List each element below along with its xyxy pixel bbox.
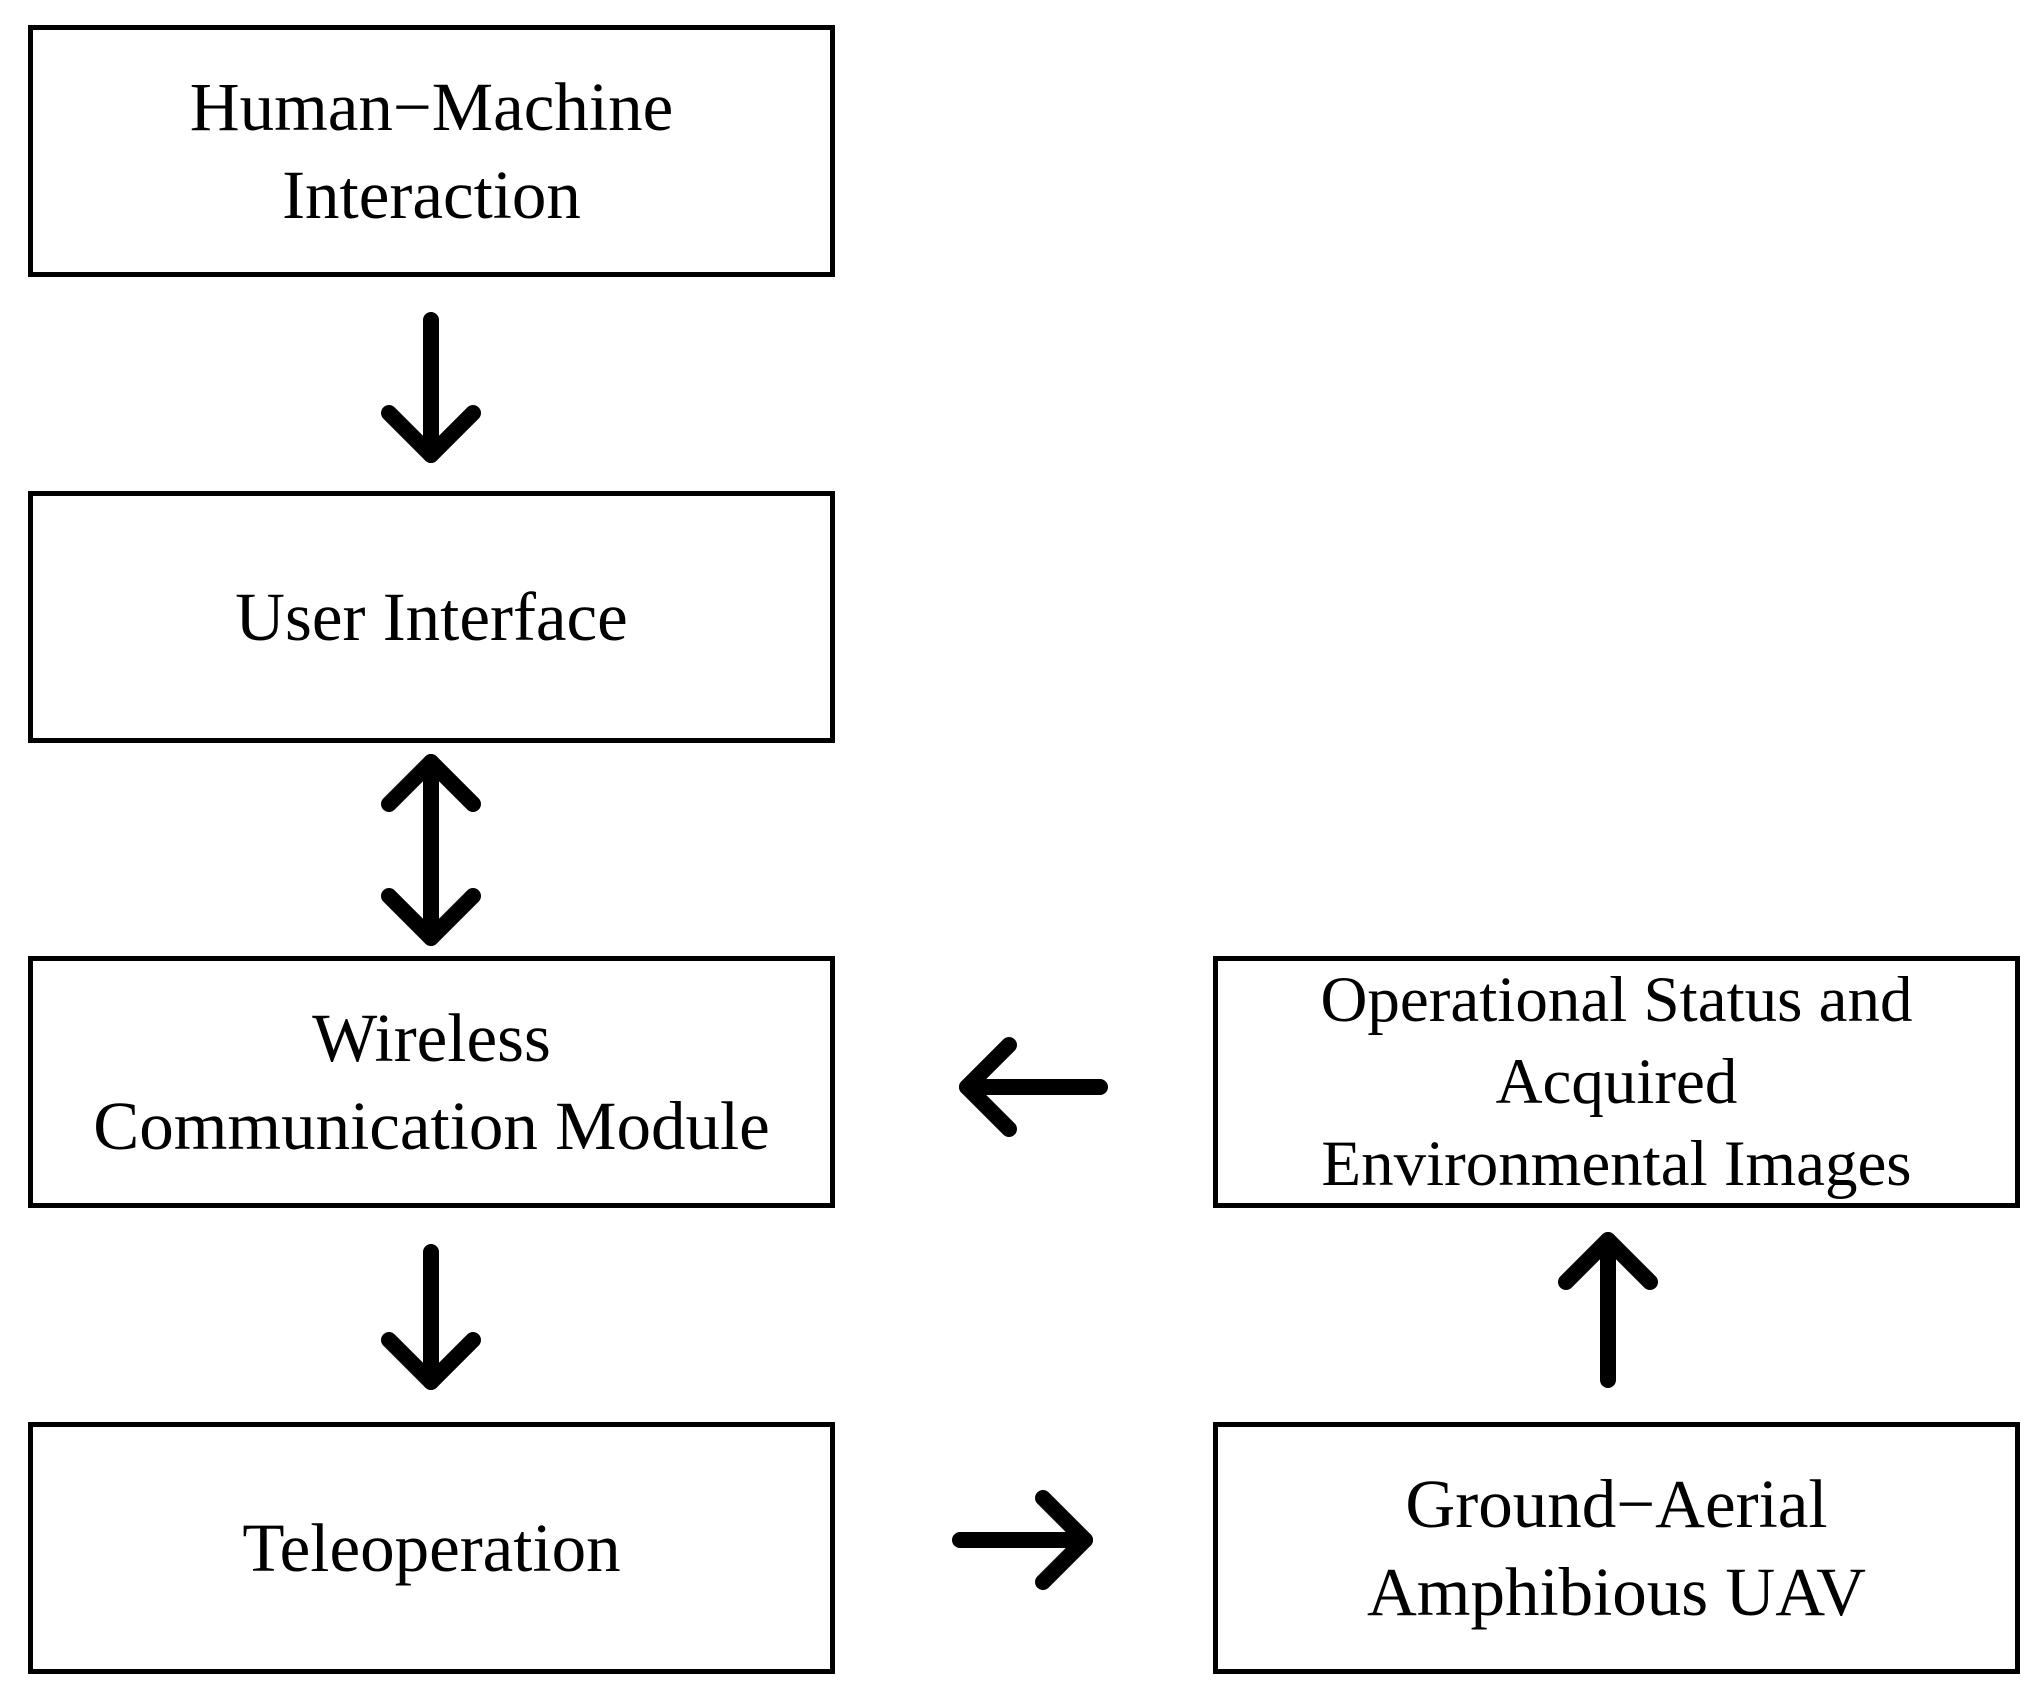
arrow-up-uav-to-status <box>1558 1232 1658 1388</box>
node-teleoperation: Teleoperation <box>28 1422 835 1674</box>
node-label: Ground−Aerial Amphibious UAV <box>1366 1466 1867 1630</box>
node-operational-status: Operational Status and Acquired Environm… <box>1213 956 2020 1208</box>
node-ground-aerial-uav: Ground−Aerial Amphibious UAV <box>1213 1422 2020 1674</box>
arrow-down-wireless-to-teleoperation <box>381 1244 481 1390</box>
arrow-down-hmi-to-ui <box>381 312 481 463</box>
node-label: Human−Machine Interaction <box>189 69 674 233</box>
node-wireless-communication-module: Wireless Communication Module <box>28 956 835 1208</box>
node-user-interface: User Interface <box>28 491 835 743</box>
node-label: Wireless Communication Module <box>93 1000 770 1164</box>
arrow-bidirectional-ui-wireless <box>381 754 481 946</box>
node-label: Operational Status and Acquired Environm… <box>1320 964 1913 1200</box>
node-label: Teleoperation <box>242 1510 621 1586</box>
node-human-machine-interaction: Human−Machine Interaction <box>28 25 835 277</box>
node-label: User Interface <box>235 579 628 655</box>
arrow-right-teleoperation-to-uav <box>952 1490 1093 1590</box>
arrow-left-status-to-wireless <box>959 1037 1108 1137</box>
